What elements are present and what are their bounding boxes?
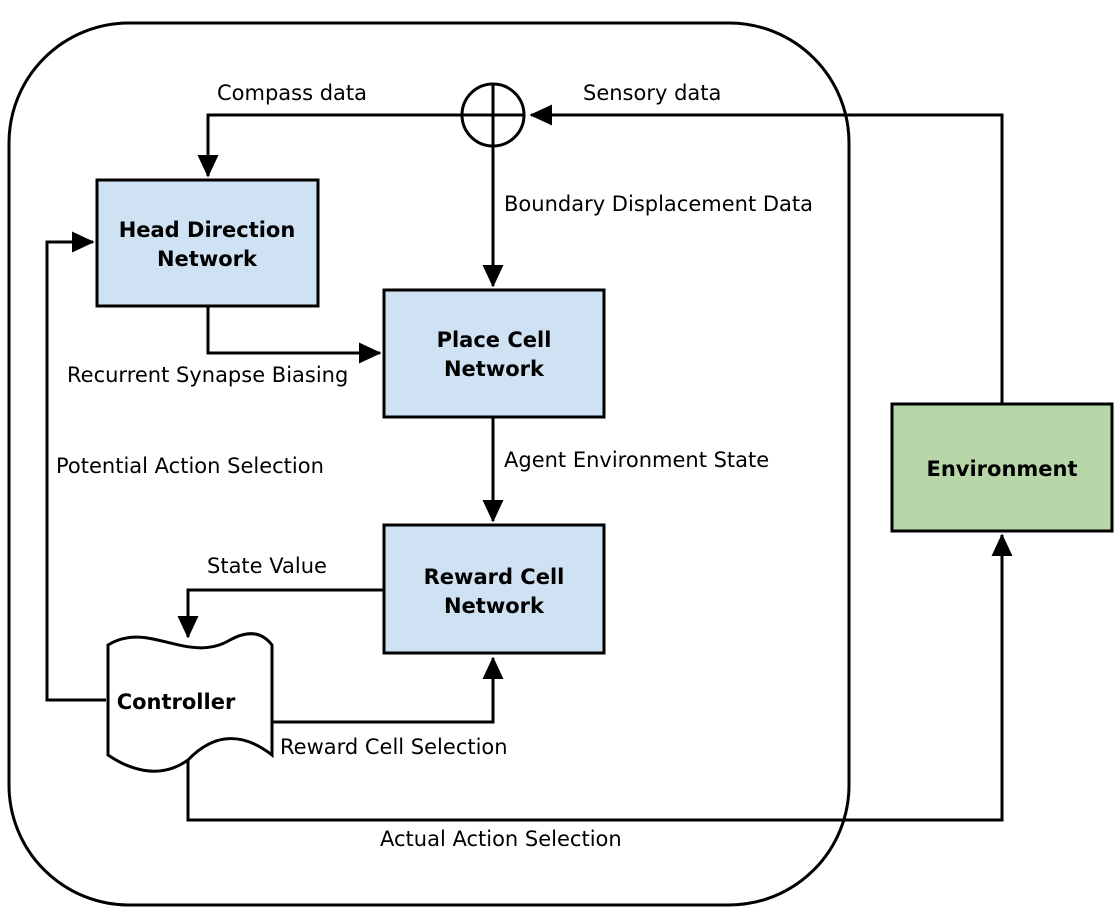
reward-cell-selection-label: Reward Cell Selection xyxy=(280,735,508,759)
potential-action-arrow xyxy=(45,231,106,702)
compass-data-arrow xyxy=(197,113,462,178)
environment-label: Environment xyxy=(926,457,1077,481)
environment-box: Environment xyxy=(890,402,1114,533)
place-cell-line2: Network xyxy=(444,357,545,381)
controller-label: Controller xyxy=(117,690,236,714)
agent-environment-state-label: Agent Environment State xyxy=(504,448,769,472)
agent-boundary xyxy=(7,21,851,907)
state-value-label: State Value xyxy=(207,554,327,578)
recurrent-synapse-arrow xyxy=(206,306,382,364)
head-direction-line1: Head Direction xyxy=(119,218,296,242)
sensory-data-label: Sensory data xyxy=(583,81,721,105)
recurrent-synapse-label: Recurrent Synapse Biasing xyxy=(67,363,348,387)
controller-node: Controller xyxy=(106,632,274,773)
actual-action-arrow xyxy=(186,533,1013,822)
head-direction-line2: Network xyxy=(157,247,258,271)
boundary-displacement-label: Boundary Displacement Data xyxy=(504,192,813,216)
reward-cell-selection-arrow xyxy=(272,656,504,724)
compass-data-label: Compass data xyxy=(217,81,367,105)
sensory-data-arrow xyxy=(529,104,1004,404)
potential-action-label: Potential Action Selection xyxy=(56,454,324,478)
reward-cell-line1: Reward Cell xyxy=(424,565,565,589)
head-direction-network-box: Head Direction Network xyxy=(95,178,320,308)
summing-junction-icon xyxy=(460,82,526,148)
reward-cell-network-box: Reward Cell Network xyxy=(382,523,606,655)
place-cell-network-box: Place Cell Network xyxy=(382,288,606,419)
state-value-arrow xyxy=(177,588,384,639)
actual-action-label: Actual Action Selection xyxy=(380,827,622,851)
reward-cell-line2: Network xyxy=(444,594,545,618)
place-cell-line1: Place Cell xyxy=(437,328,552,352)
